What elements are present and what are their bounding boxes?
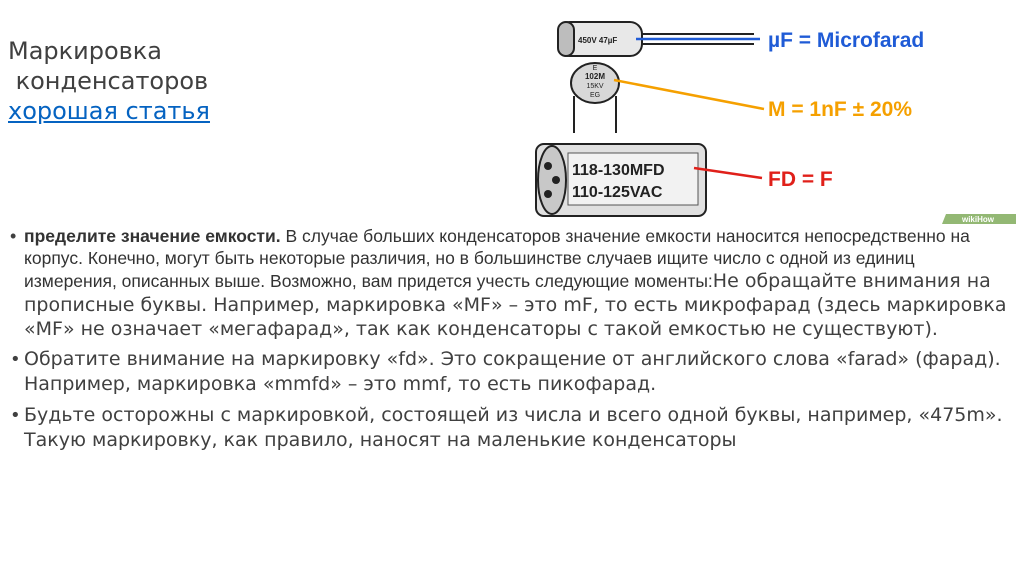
list-item: • Обратите внимание на маркировку «fd». … bbox=[8, 347, 1012, 397]
bullet-list: • пределите значение емкости. В случае б… bbox=[8, 225, 1012, 453]
orange-pointer-line bbox=[613, 78, 765, 111]
item-1-tail: Не обращайте внимания на прописные буквы… bbox=[24, 270, 1007, 340]
list-item: • Будьте осторожны с маркировкой, состоя… bbox=[8, 403, 1012, 453]
slide-title: Маркировка конденсаторов хорошая статья bbox=[8, 36, 308, 126]
list-item: • пределите значение емкости. В случае б… bbox=[8, 225, 1012, 341]
item-2-text: Обратите внимание на маркировку «fd». Эт… bbox=[24, 348, 1001, 395]
title-line-1: Маркировка bbox=[8, 37, 163, 65]
capacitor-markings-illustration: 450V 47µF µF = Microfarad E 102M 15KV EG… bbox=[535, 21, 1016, 224]
cap3-line-2: 110-125VAC bbox=[572, 184, 663, 201]
watermark-text: wikiHow bbox=[961, 215, 995, 224]
cap2-line-1: E bbox=[593, 65, 598, 72]
label-farad: FD = F bbox=[768, 168, 833, 191]
red-pointer-line bbox=[693, 166, 763, 180]
bullet-marker: • bbox=[10, 226, 17, 246]
label-nanofarad-tolerance: M = 1nF ± 20% bbox=[768, 98, 912, 121]
wikihow-watermark: wikiHow bbox=[942, 214, 1016, 224]
title-line-2: конденсаторов bbox=[8, 67, 209, 95]
article-link[interactable]: хорошая статья bbox=[8, 97, 210, 125]
cap3-line-1: 118-130MFD bbox=[572, 162, 665, 179]
item-1-text: В случае больших конденсаторов значение … bbox=[24, 226, 970, 291]
cap2-line-3: 15KV bbox=[586, 83, 603, 90]
cap2-line-2: 102M bbox=[585, 72, 605, 81]
bullet-marker: • bbox=[10, 349, 21, 370]
item-3-text: Будьте осторожны с маркировкой, состояще… bbox=[24, 404, 1003, 451]
item-1-heading: пределите значение емкости. bbox=[24, 226, 281, 246]
ceramic-disc-capacitor: E 102M 15KV EG bbox=[570, 62, 620, 133]
label-microfarad: µF = Microfarad bbox=[768, 29, 924, 52]
large-capacitor: 118-130MFD 110-125VAC bbox=[535, 143, 707, 217]
cap2-line-4: EG bbox=[590, 92, 600, 99]
bullet-marker: • bbox=[10, 405, 21, 426]
cap1-marking: 450V 47µF bbox=[578, 36, 617, 45]
